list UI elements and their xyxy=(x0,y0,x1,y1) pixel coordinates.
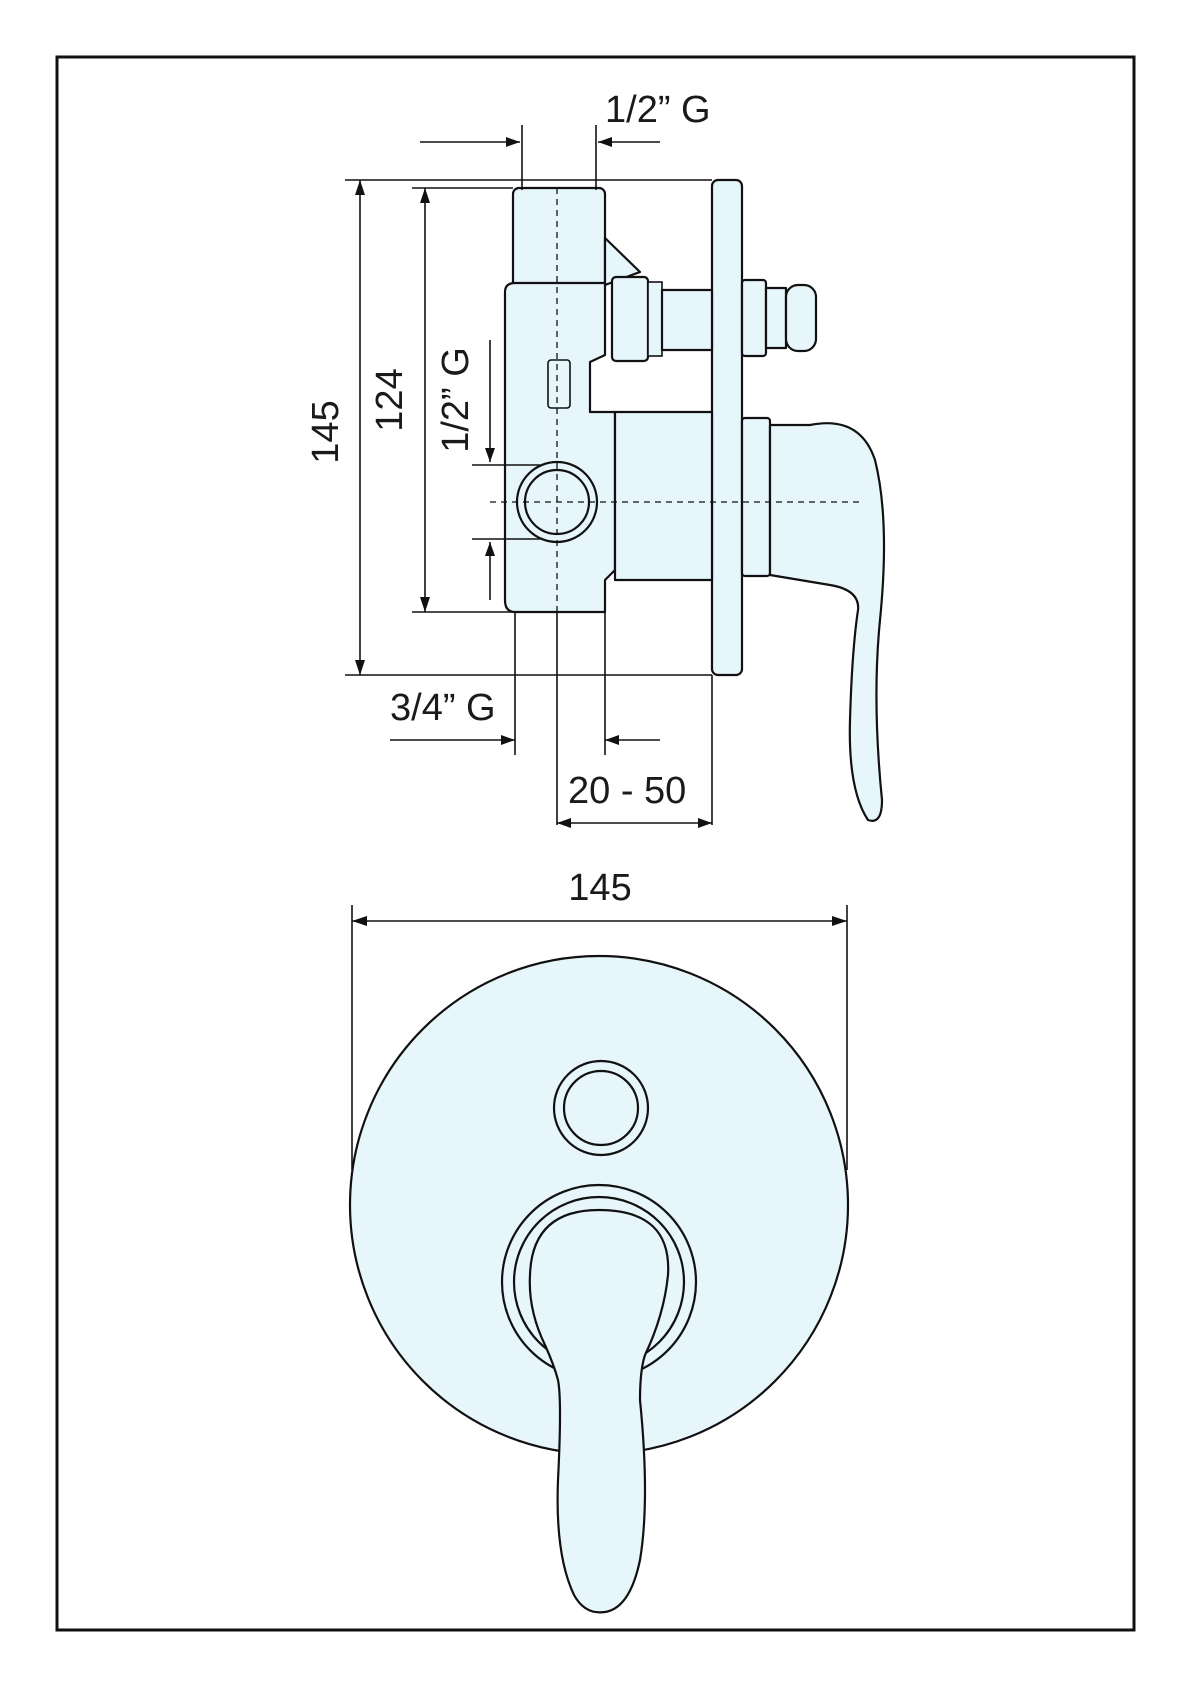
lever-handle-front xyxy=(528,1208,670,1614)
dim-plate-diameter: 145 xyxy=(568,867,631,909)
top-inlet-pipe xyxy=(511,186,607,292)
side-view: 1/2” G 145 124 1/2” G 3/4” G xyxy=(305,89,886,828)
lever-handle-side xyxy=(768,422,886,822)
cartridge-housing xyxy=(613,410,714,582)
diverter-knob xyxy=(764,286,788,350)
diverter-knob-base xyxy=(740,278,768,358)
dim-bottom-inlet: 3/4” G xyxy=(390,687,496,729)
front-view: 145 xyxy=(348,867,850,1614)
dim-wall-depth: 20 - 50 xyxy=(568,770,686,812)
dim-outlet-side: 1/2” G xyxy=(435,347,477,453)
diverter-knob-front-inner xyxy=(562,1069,640,1147)
dim-overall-height: 145 xyxy=(305,400,347,463)
dim-top-inlet: 1/2” G xyxy=(605,89,711,131)
diverter-stem xyxy=(660,288,714,352)
lever-collar xyxy=(740,416,772,578)
valve-body xyxy=(503,281,617,614)
diverter-nut xyxy=(610,275,650,363)
diverter-knob-cap xyxy=(784,283,818,353)
diverter-nut-inner xyxy=(647,281,663,357)
check-valve xyxy=(547,359,571,409)
dim-body-height: 124 xyxy=(369,368,411,431)
wall-plate xyxy=(710,178,744,677)
